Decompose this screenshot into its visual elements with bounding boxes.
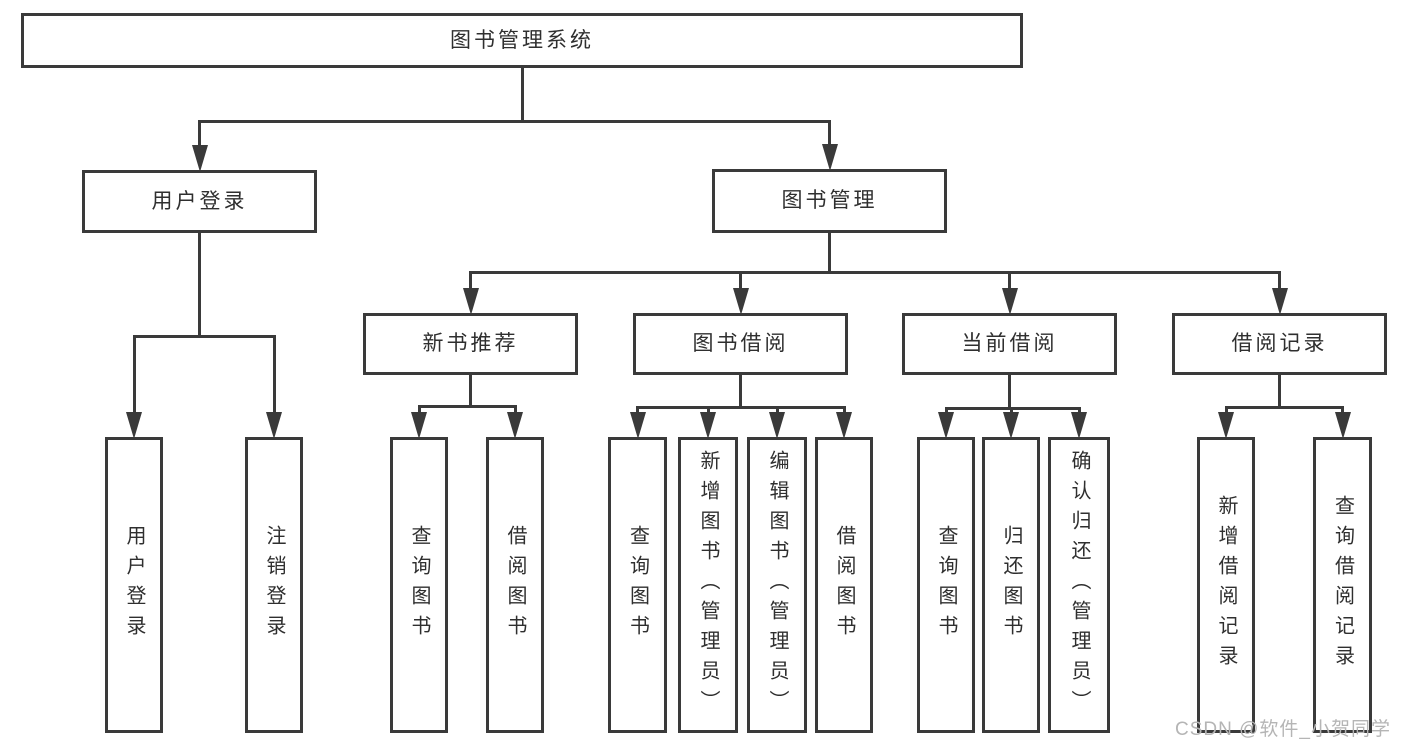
node-current-return: 归还图书 — [982, 437, 1040, 733]
arrowhead-down-icon — [1001, 288, 1018, 315]
arrowhead-down-icon — [938, 412, 954, 439]
arrowhead-down-icon — [769, 412, 785, 439]
arrowhead-down-icon — [507, 412, 523, 439]
connector-line — [417, 405, 517, 408]
arrowhead-down-icon — [1003, 412, 1019, 439]
node-label: 当前借阅 — [961, 332, 1058, 356]
node-newbook-borrow: 借阅图书 — [486, 437, 544, 733]
arrowhead-down-icon — [266, 412, 282, 439]
connector-line — [520, 68, 524, 120]
node-label: 查询图书 — [626, 525, 649, 645]
node-label: 新书推荐 — [422, 332, 519, 356]
node-label: 查询图书 — [935, 525, 957, 645]
arrowhead-down-icon — [821, 144, 838, 171]
arrowhead-down-icon — [836, 412, 852, 439]
connector-line — [739, 375, 742, 406]
node-borrow-borrow: 借阅图书 — [815, 437, 873, 733]
connector-line — [944, 407, 948, 414]
node-label: 新增图书（管理员） — [697, 450, 719, 720]
arrowhead-down-icon — [700, 412, 716, 439]
node-newbook-query: 查询图书 — [390, 437, 448, 733]
connector-line — [706, 406, 710, 414]
node-manage: 图书管理 — [712, 169, 947, 233]
arrowhead-down-icon — [1271, 288, 1288, 315]
connector-line — [1008, 271, 1011, 290]
connector-line — [828, 233, 831, 271]
connector-line — [1224, 406, 1228, 414]
node-current: 当前借阅 — [902, 313, 1117, 375]
node-label: 借阅图书 — [833, 525, 855, 645]
connector-line — [417, 405, 421, 414]
node-label: 注销登录 — [263, 525, 285, 645]
node-root: 图书管理系统 — [21, 13, 1023, 68]
node-label: 查询借阅记录 — [1331, 495, 1354, 675]
node-borrow: 图书借阅 — [633, 313, 848, 375]
connector-line — [132, 335, 136, 414]
arrowhead-down-icon — [1334, 412, 1351, 439]
node-label: 图书管理系统 — [450, 28, 594, 52]
connector-line — [1341, 406, 1344, 414]
watermark: CSDN @软件_小贺同学 — [1175, 719, 1391, 740]
connector-line — [842, 406, 846, 414]
connector-line — [198, 120, 201, 147]
arrowhead-down-icon — [191, 145, 208, 172]
node-label: 编辑图书（管理员） — [766, 450, 788, 720]
arrowhead-down-icon — [462, 288, 479, 315]
connector-line — [828, 120, 831, 146]
connector-line — [1077, 407, 1081, 414]
node-current-query: 查询图书 — [917, 437, 975, 733]
node-login-logout: 注销登录 — [245, 437, 303, 733]
connector-line — [636, 406, 846, 409]
connector-line — [636, 406, 639, 414]
node-label: 图书借阅 — [692, 332, 789, 356]
node-current-confirm: 确认归还（管理员） — [1048, 437, 1110, 733]
node-newbook: 新书推荐 — [363, 313, 578, 375]
connector-line — [469, 271, 1281, 274]
arrowhead-down-icon — [1218, 412, 1234, 439]
connector-line — [132, 335, 276, 338]
node-login-user: 用户登录 — [105, 437, 163, 733]
connector-line — [198, 233, 201, 335]
connector-line — [198, 120, 831, 123]
arrowhead-down-icon — [411, 412, 427, 439]
node-borrow-add: 新增图书（管理员） — [678, 437, 738, 733]
node-label: 确认归还（管理员） — [1068, 450, 1090, 720]
connector-line — [1009, 407, 1013, 414]
connector-line — [775, 406, 779, 414]
node-record-query: 查询借阅记录 — [1313, 437, 1372, 733]
arrowhead-down-icon — [732, 288, 749, 315]
node-label: 归还图书 — [1000, 525, 1022, 645]
connector-line — [739, 271, 742, 290]
connector-line — [513, 405, 517, 414]
connector-line — [1278, 375, 1281, 406]
node-label: 借阅记录 — [1231, 332, 1328, 356]
arrowhead-down-icon — [1071, 412, 1087, 439]
connector-line — [1278, 271, 1281, 290]
arrowhead-down-icon — [126, 412, 142, 439]
connector-line — [469, 271, 472, 290]
node-login: 用户登录 — [82, 170, 317, 233]
connector-line — [272, 335, 276, 414]
node-record: 借阅记录 — [1172, 313, 1387, 375]
node-label: 查询图书 — [408, 525, 430, 645]
node-label: 用户登录 — [151, 189, 248, 213]
node-label: 借阅图书 — [504, 525, 526, 645]
node-borrow-edit: 编辑图书（管理员） — [747, 437, 807, 733]
node-label: 用户登录 — [123, 525, 145, 645]
arrowhead-down-icon — [629, 412, 646, 439]
connector-line — [469, 375, 472, 405]
node-borrow-query: 查询图书 — [608, 437, 667, 733]
node-label: 新增借阅记录 — [1215, 495, 1237, 675]
node-label: 图书管理 — [781, 189, 878, 213]
node-record-add: 新增借阅记录 — [1197, 437, 1255, 733]
connector-line — [1008, 375, 1011, 407]
connector-line — [944, 407, 1081, 410]
connector-line — [1224, 406, 1344, 409]
